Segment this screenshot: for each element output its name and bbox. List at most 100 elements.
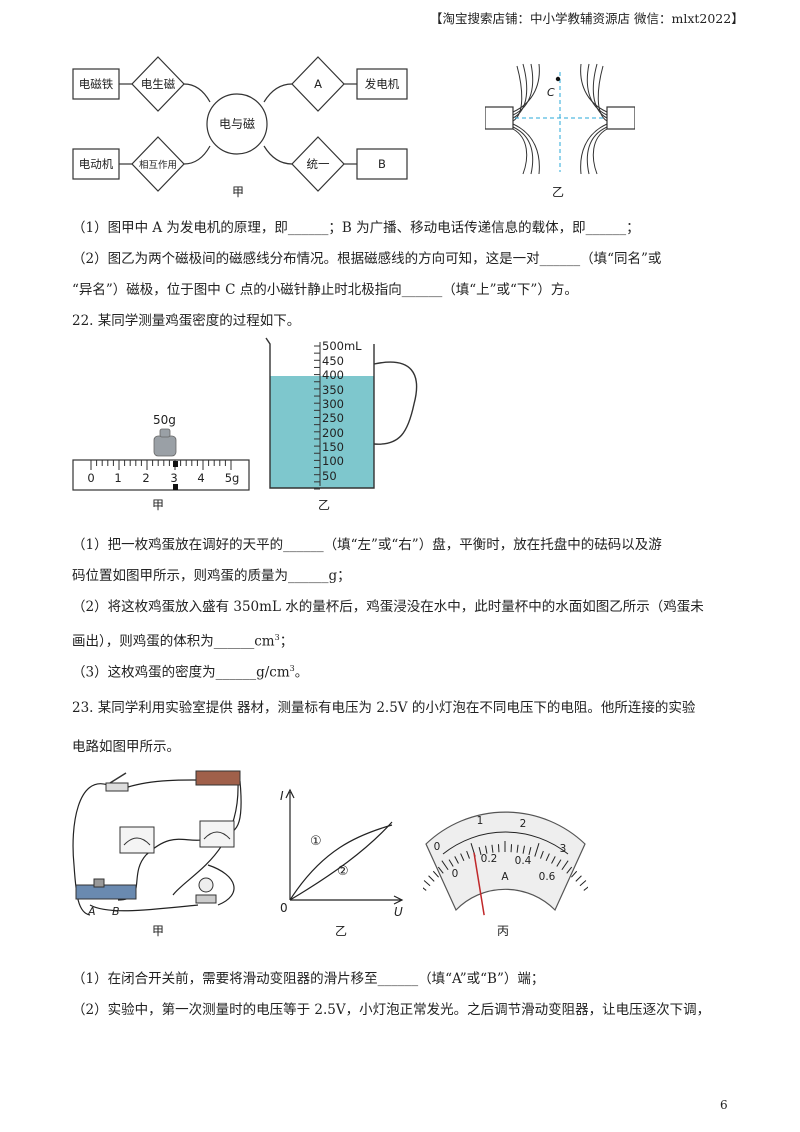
dial-tick-mark [545, 853, 550, 862]
figure-22-jia-caption: 甲 [152, 498, 165, 512]
dial-tick-mark [571, 870, 578, 878]
diamond-interaction [131, 136, 185, 192]
header-shop-text: 【淘宝搜索店铺：中小学教辅资源店 微信：mlxt2022】 [430, 11, 744, 26]
weight-label: 50g [153, 413, 176, 427]
q22-line4-end: ； [279, 633, 294, 650]
upper-tick-2: 2 [520, 818, 527, 830]
figure-21-yi-caption: 乙 [552, 185, 565, 199]
q22-title: 22. 某同学测量鸡蛋密度的过程如下。 [72, 313, 301, 329]
needle [473, 852, 485, 916]
cup-tick-350: 350 [322, 383, 344, 397]
lower-tick-0-6: 0.6 [539, 871, 556, 883]
graph-xlabel: U [394, 905, 403, 919]
unit-label: A [501, 871, 509, 883]
dial-tick-mark [522, 845, 525, 854]
dial-tick-mark [540, 850, 544, 859]
page-number: 6 [720, 1098, 728, 1112]
cup-tick-300: 300 [322, 397, 344, 411]
q21-line2: （2）图乙为两个磁极间的磁感线分布情况。根据磁感线的方向可知，这是一对_____… [72, 251, 662, 267]
rider-bottom [173, 484, 178, 490]
q22-line4-sup: 3 [274, 633, 280, 642]
q23-sub1: （1）在闭合开关前，需要将滑动变阻器的滑片移至______（填“A”或“B”）端… [72, 971, 545, 987]
dial-face [425, 811, 586, 912]
dial-tick-mark [566, 866, 573, 874]
weight-knob [159, 428, 171, 438]
figure-22-yi-caption: 乙 [318, 498, 331, 512]
b-label: B [378, 157, 386, 171]
switch-base [105, 782, 129, 792]
ruler-body [72, 459, 250, 491]
cup-tick-50: 50 [322, 469, 337, 483]
curve-2 [289, 821, 393, 901]
rider-top [173, 461, 178, 467]
left-magnet [485, 106, 514, 130]
rheostat-body [75, 884, 137, 900]
dial-tick-mark [534, 843, 540, 857]
figure-21-yi-field-lines: C [485, 63, 635, 175]
point-c-label: C [547, 86, 555, 99]
figure-23-bing-ammeter-dial: 0 1 2 3 0 0.2 0.4 0.6 A [423, 811, 588, 916]
cup-tick-150: 150 [322, 440, 344, 454]
dial-tick-mark [428, 875, 435, 882]
rheostat-a-label: A [87, 905, 96, 918]
figure-23-jia-caption: 甲 [152, 924, 165, 938]
dial-tick-mark [516, 844, 519, 853]
dial-tick-mark [448, 859, 454, 867]
cup-tick-400: 400 [322, 368, 344, 382]
dial-tick-mark [423, 887, 427, 891]
ruler-tick-5: 5g [225, 471, 240, 485]
q23-line1: 23. 某同学利用实验室提供 器材，测量标有电压为 2.5V 的小灯泡在不同电压… [72, 700, 696, 716]
figure-21-jia-caption: 甲 [232, 185, 245, 199]
cup-outline [265, 337, 375, 489]
a-label: A [314, 77, 322, 91]
q22-line4: 画出），则鸡蛋的体积为______cm3； [72, 628, 293, 652]
bulb-base [195, 894, 217, 904]
cup-handle [373, 361, 418, 445]
rheostat-b-label: B [112, 905, 120, 918]
q21-line3: “异名”）磁极，位于图中 C 点的小磁针静止时北极指向______（填“上”或“… [72, 282, 578, 298]
dial-tick-mark [466, 850, 470, 859]
right-magnet [606, 106, 635, 130]
q22-line3: （2）将这枚鸡蛋放入盛有 350mL 水的量杯后，鸡蛋浸没在水中，此时量杯中的水… [72, 599, 704, 615]
dial-tick-mark [485, 845, 488, 854]
dial-tick-mark [423, 880, 431, 887]
diamond-a [291, 56, 345, 112]
cup-tick-250: 250 [322, 411, 344, 425]
dial-tick-mark [579, 880, 587, 887]
motor-label: 电动机 [79, 157, 114, 171]
q22-line5-end: 。 [294, 664, 309, 681]
dial-tick-mark [454, 856, 459, 864]
q23-line2: 电路如图甲所示。 [72, 739, 180, 755]
dial-tick-mark [528, 847, 532, 856]
ruler-tick-1: 1 [114, 471, 121, 485]
upper-tick-0: 0 [434, 841, 441, 853]
curve-1 [289, 824, 393, 901]
curve-1-label: ① [310, 834, 322, 849]
dial-tick-mark [575, 875, 582, 882]
lower-tick-0-2: 0.2 [481, 853, 498, 865]
diamond-unify [291, 136, 345, 192]
electromagnet-label: 电磁铁 [79, 77, 114, 91]
cup-tick-200: 200 [322, 426, 344, 440]
electricity-to-magnet-label: 电生磁 [141, 77, 176, 91]
upper-tick-1: 1 [477, 815, 484, 827]
switch-lever [109, 772, 127, 784]
lower-tick-0-4: 0.4 [515, 855, 532, 867]
graph-origin: 0 [280, 901, 288, 915]
battery-box [195, 770, 241, 786]
figure-22-jia-balance-ruler: 50g 0 1 2 3 4 5g [72, 413, 250, 491]
dial-tick-mark [551, 856, 556, 864]
dial-tick-mark [478, 847, 482, 856]
dial-tick-mark [583, 886, 588, 891]
upper-tick-3: 3 [560, 843, 567, 855]
interaction-label: 相互作用 [139, 159, 177, 171]
bulb [198, 877, 214, 893]
q22-line5-text: （3）这枚鸡蛋的密度为______g/cm [72, 664, 290, 681]
generator-label: 发电机 [365, 77, 400, 91]
ruler-tick-0: 0 [87, 471, 94, 485]
dial-tick-mark [556, 859, 562, 867]
unify-label: 统一 [307, 157, 330, 171]
diamond-electricity-to-magnet [131, 56, 185, 112]
ammeter [119, 826, 155, 854]
dial-tick-mark [561, 860, 569, 871]
